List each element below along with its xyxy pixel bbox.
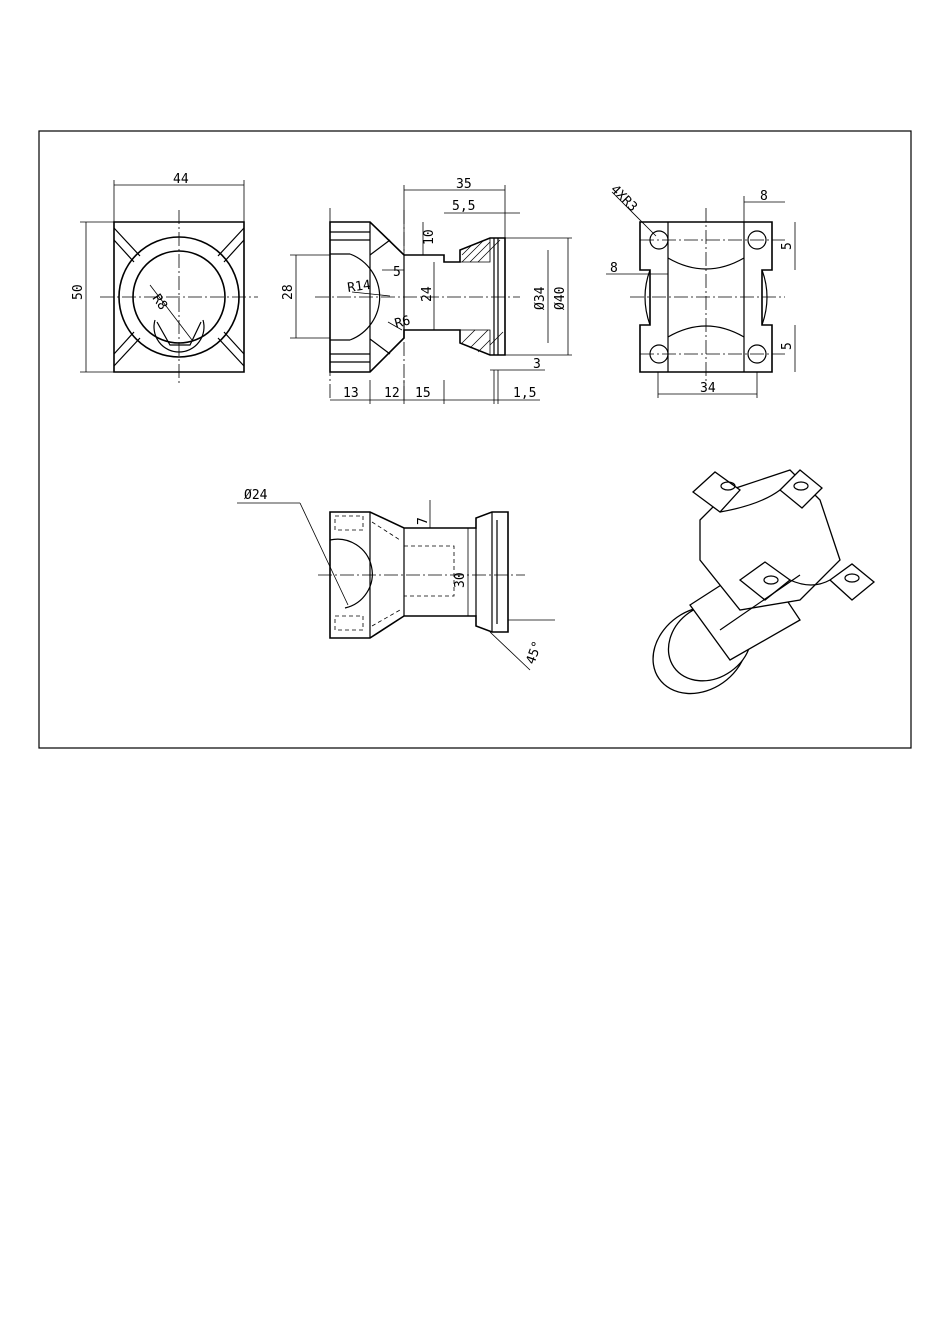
- section-total-length-dim: 35: [456, 177, 472, 192]
- section-seg1-dim: 13: [343, 386, 359, 401]
- section-dia-large-dim: Ø40: [553, 287, 568, 310]
- front-height-dim: 50: [71, 284, 86, 300]
- section-inner-radius-dim: R14: [346, 278, 372, 296]
- section-offset-dim: 5: [393, 265, 401, 280]
- side-height-dim: 30: [453, 572, 468, 588]
- side-dia-dim: Ø24: [244, 488, 268, 503]
- side-view: [237, 500, 555, 671]
- drawing-border: [38, 130, 912, 749]
- front-view: [80, 180, 258, 386]
- section-seg3-dim: 15: [415, 386, 431, 401]
- top-gap1-dim: 5: [780, 242, 795, 250]
- section-dia-small-dim: Ø34: [533, 286, 548, 310]
- top-edge2-dim: 8: [610, 261, 618, 276]
- top-gap2-dim: 5: [780, 342, 795, 350]
- section-view: [290, 185, 572, 404]
- top-view: [606, 191, 796, 398]
- section-seg2-dim: 12: [384, 386, 400, 401]
- section-bore-dim: 28: [281, 284, 296, 300]
- section-step-dim: 5,5: [452, 199, 475, 214]
- section-fillet-dim: R6: [393, 313, 412, 332]
- top-span-dim: 34: [700, 381, 716, 396]
- section-flange-dim: 3: [533, 357, 541, 372]
- section-depth-dim: 10: [422, 229, 437, 245]
- section-neck-dim: 24: [420, 286, 435, 302]
- side-chamfer-dim: 45°: [524, 639, 546, 666]
- front-width-dim: 44: [173, 172, 189, 187]
- top-holes-dim: 4XR3: [607, 182, 640, 215]
- side-depth-dim: 7: [416, 517, 431, 525]
- front-radius-dim: R8: [149, 292, 170, 313]
- section-seg4-dim: 1,5: [513, 386, 536, 401]
- top-edge-dim: 8: [760, 189, 768, 204]
- isometric-view: [652, 469, 876, 695]
